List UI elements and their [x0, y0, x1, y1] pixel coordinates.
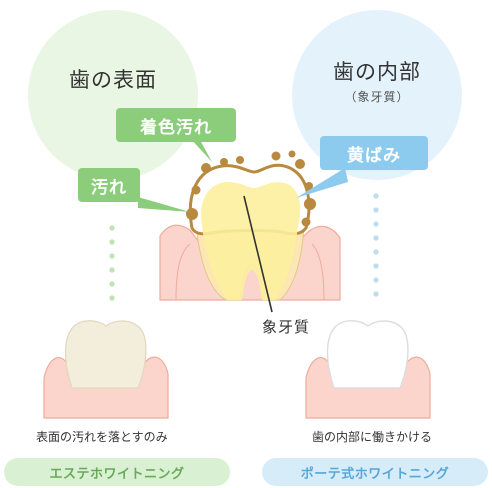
right-tooth	[326, 320, 409, 389]
esthe-whitening-pill: エステホワイトニング	[4, 458, 230, 486]
stain-tag: 着色汚れ	[116, 108, 236, 142]
center-tooth-dentin	[201, 181, 301, 300]
inner-bubble-title: 歯の内部	[333, 60, 421, 84]
inner-bubble-subtitle: （象牙質）	[344, 90, 410, 104]
left-tooth	[64, 320, 147, 389]
dirt-spots	[186, 150, 316, 227]
surface-bubble: 歯の表面	[28, 10, 198, 180]
yellowing-tag: 黄ばみ	[320, 136, 428, 170]
right-dotted-line	[373, 193, 379, 297]
dirt-tag: 汚れ	[78, 168, 140, 202]
surface-bubble-title: 歯の表面	[69, 68, 157, 92]
dentin-label: 象牙質	[262, 318, 311, 336]
left-caption: 表面の汚れを落とすのみ	[36, 430, 168, 444]
dentin-pointer-line	[243, 195, 273, 313]
porte-whitening-pill: ポーテ式ホワイトニング	[262, 458, 488, 486]
right-caption: 歯の内部に働きかける	[312, 430, 433, 444]
left-dotted-line	[109, 225, 115, 301]
